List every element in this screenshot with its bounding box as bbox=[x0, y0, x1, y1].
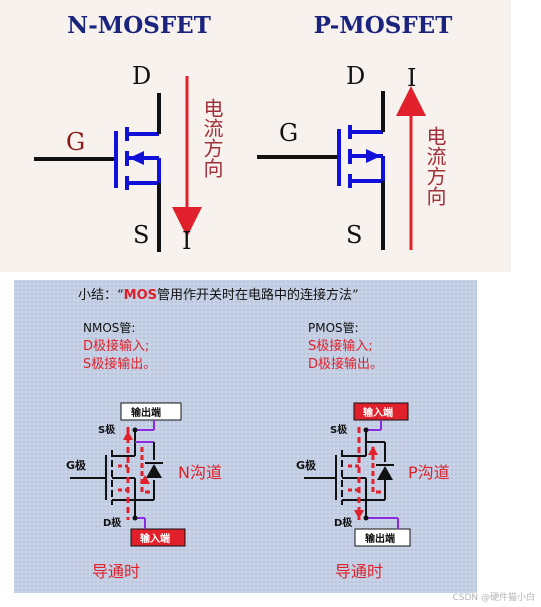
pmos-drain-label: D bbox=[346, 62, 365, 90]
pmos-summary-line1: S极接输入; bbox=[308, 338, 373, 354]
n-channel-label: N沟道 bbox=[178, 463, 222, 482]
nmos-s-pole-label: S极 bbox=[98, 423, 116, 436]
nmos-symbol bbox=[34, 93, 161, 252]
nmos-gate-label: G bbox=[66, 128, 85, 156]
pmos-output-port-box bbox=[354, 528, 411, 547]
pmos-input-port-label: 输入端 bbox=[363, 406, 393, 419]
pmos-current-direction: 电流方向 bbox=[423, 126, 447, 206]
pmos-gate-label: G bbox=[279, 119, 298, 147]
pmos-conducting-label: 导通时 bbox=[335, 562, 383, 581]
nmos-title: N-MOSFET bbox=[67, 12, 211, 39]
mosfet-current-panel bbox=[0, 0, 511, 272]
nmos-drain-label: D bbox=[132, 62, 151, 90]
pmos-d-pole-label: D极 bbox=[334, 516, 353, 529]
pmos-summary-line2: D极接输出。 bbox=[308, 356, 383, 372]
nmos-input-port-label: 输入端 bbox=[140, 532, 170, 545]
nmos-summary-label: NMOS管: bbox=[83, 320, 135, 335]
nmos-summary-line2: S极接输出。 bbox=[83, 356, 156, 372]
summary-heading: 小结：“MOS管用作开关时在电路中的连接方法” bbox=[78, 287, 359, 303]
nmos-summary-line1: D极接输入; bbox=[83, 338, 149, 354]
pmos-symbol bbox=[257, 91, 385, 250]
nmos-output-port-box bbox=[120, 402, 182, 421]
nmos-input-port-box bbox=[130, 528, 186, 547]
nmos-output-port-label: 输出端 bbox=[131, 406, 161, 419]
pmos-output-port-label: 输出端 bbox=[365, 532, 395, 545]
pmos-switch-circuit bbox=[304, 402, 411, 547]
pmos-s-pole-label: S极 bbox=[330, 423, 348, 436]
nmos-d-pole-label: D极 bbox=[103, 516, 122, 529]
pmos-current-label: I bbox=[407, 64, 416, 92]
nmos-current-direction: 电流方向 bbox=[200, 98, 224, 178]
nmos-source-label: S bbox=[133, 221, 149, 249]
csdn-watermark: CSDN @硬件猫小白 bbox=[452, 593, 535, 603]
nmos-g-pole-label: G极 bbox=[66, 458, 87, 472]
nmos-switch-circuit bbox=[70, 402, 186, 547]
nmos-current-label: I bbox=[182, 227, 191, 255]
pmos-g-pole-label: G极 bbox=[296, 458, 317, 472]
pmos-title: P-MOSFET bbox=[314, 12, 453, 39]
nmos-conducting-label: 导通时 bbox=[92, 562, 140, 581]
pmos-source-label: S bbox=[346, 221, 362, 249]
pmos-summary-label: PMOS管: bbox=[308, 320, 359, 335]
p-channel-label: P沟道 bbox=[408, 463, 450, 482]
